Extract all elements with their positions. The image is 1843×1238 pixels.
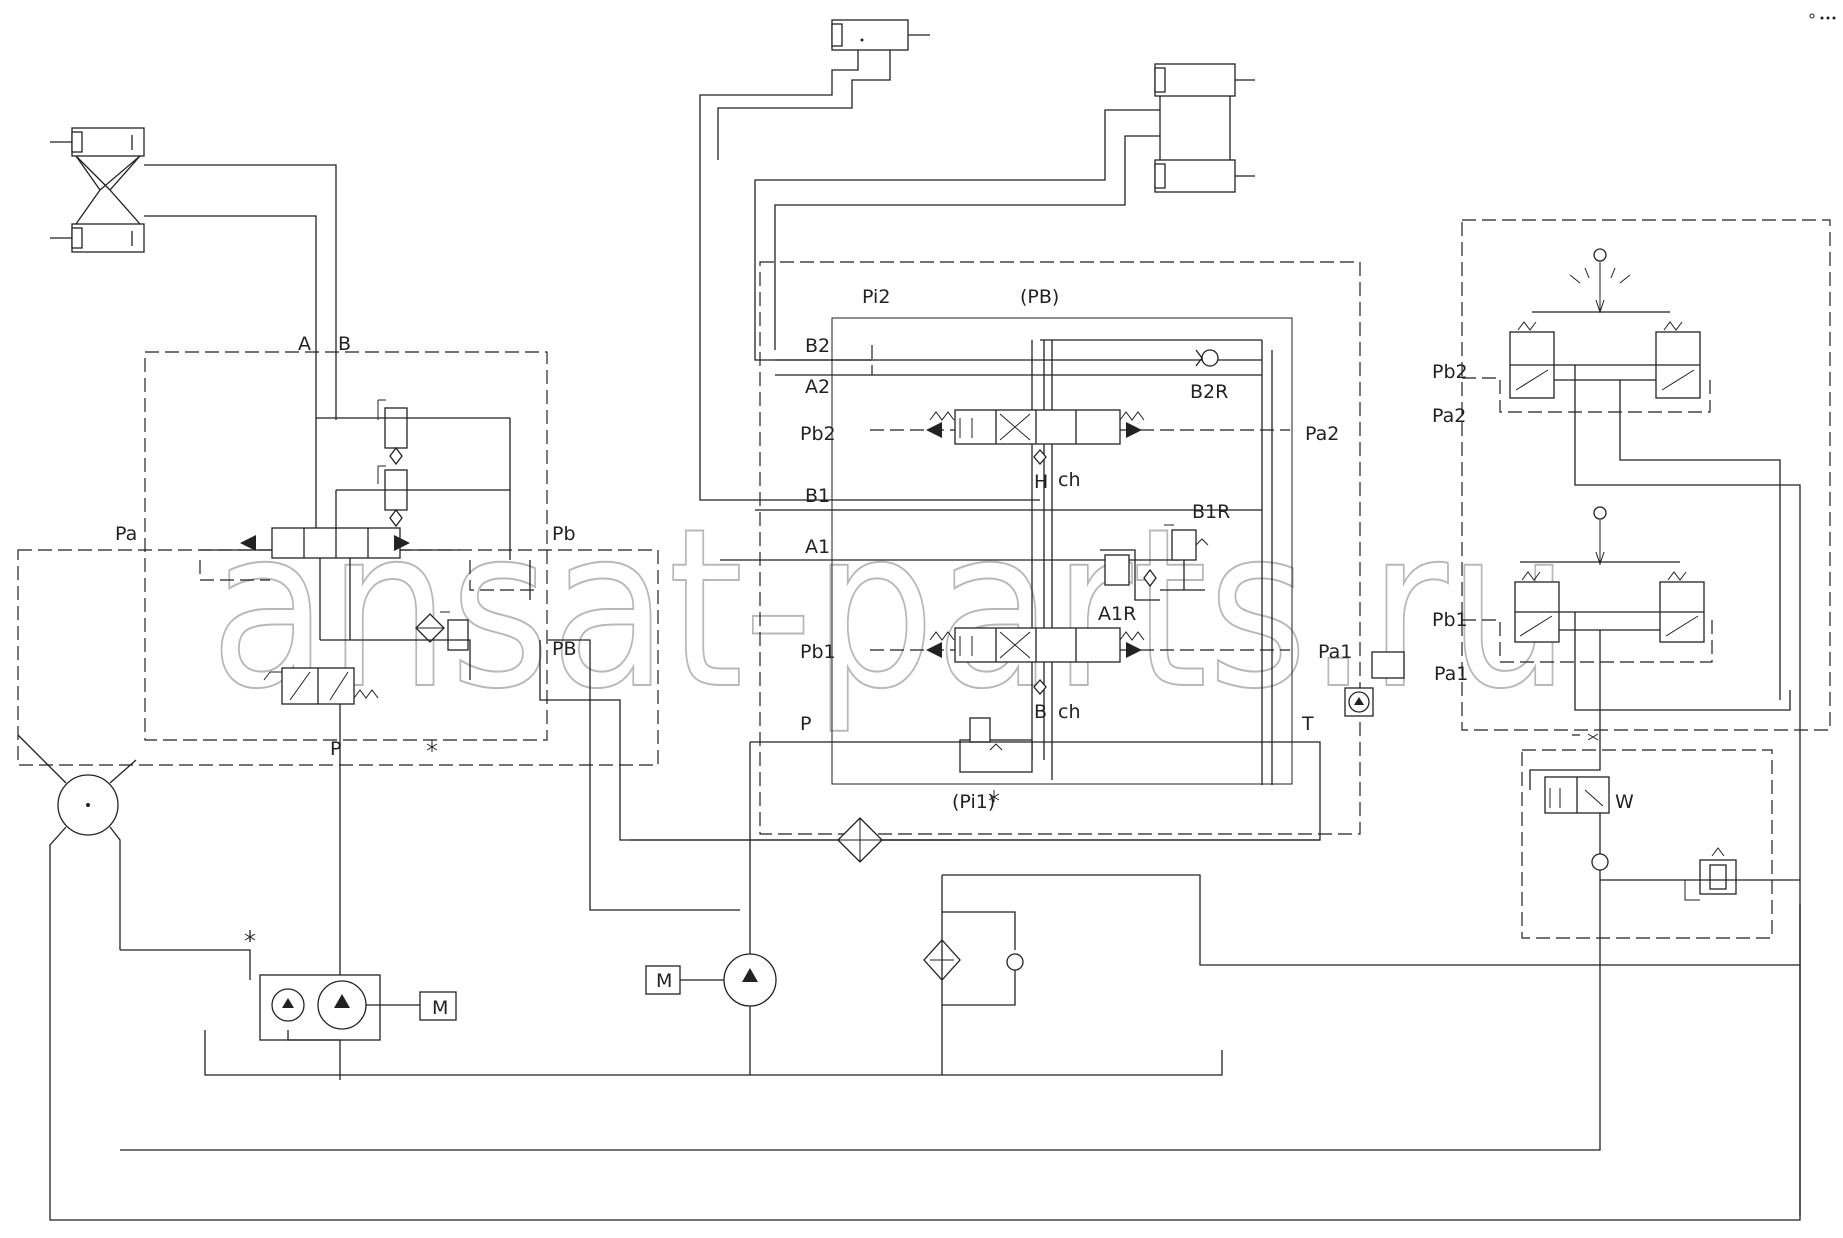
pilot-valve-upper-left (1509, 321, 1555, 399)
middle-pressure-tank-lines (630, 741, 1321, 960)
filter-center (837, 817, 1320, 863)
left-cylinder-bottom (50, 223, 145, 253)
port-label-b: B (338, 333, 351, 355)
relief-valve-b1r (1160, 524, 1209, 591)
check-valve-right (120, 813, 1609, 1151)
pilot-upper-lines (1462, 364, 1801, 1215)
port-label-t: T (1301, 713, 1314, 735)
relief-valve-right (1600, 847, 1800, 901)
check-valve-b2r (1195, 349, 1219, 367)
pilot-label-pb2-mid: Pb2 (800, 423, 836, 445)
return-filter-center (923, 874, 1800, 1075)
port-label-pb-paren: (PB) (1020, 286, 1059, 308)
relief-label-a1r: A1R (1098, 603, 1136, 625)
pilot-label-pb: Pb (552, 523, 576, 545)
motor-mid-box (645, 965, 681, 995)
port-label-a2: A2 (805, 376, 830, 398)
right-pilot-boundary (1461, 219, 1831, 731)
shuttle-valve-mid (1344, 651, 1405, 717)
top-cylinder-1 (699, 19, 1040, 501)
left-valve-block-boundary (144, 351, 548, 741)
check-label-b2r: B2R (1190, 381, 1228, 403)
watermark: ansat-parts.ru (210, 481, 1570, 737)
left-motor-circle (17, 734, 1801, 1221)
label-h: H (1034, 471, 1048, 493)
pilot-label-pa1-mid: Pa1 (1318, 641, 1352, 663)
port-label-a: A (298, 333, 311, 355)
pilot-label-pa1-right: Pa1 (1434, 663, 1468, 685)
port-label-b1: B1 (805, 485, 830, 507)
pilot-label-pa2-mid: Pa2 (1305, 423, 1339, 445)
check-valve-b-low (1033, 679, 1047, 695)
motor-left-label: M (432, 997, 448, 1019)
pump-center: M (645, 953, 777, 1075)
spool-valve-upper (926, 409, 1145, 445)
relief-label-b1r: B1R (1192, 501, 1230, 523)
relief-valve-left-lower (336, 418, 511, 560)
pilot-label-pb1-mid: Pb1 (800, 641, 836, 663)
filter-left (415, 613, 445, 643)
valve-label-w: W (1615, 791, 1634, 813)
relief-valve-mr (959, 717, 1033, 773)
label-ch-top: ch (1058, 469, 1081, 491)
right-lower-boundary (1521, 749, 1773, 939)
pressure-valve-left (440, 611, 469, 651)
middle-valve-body (831, 317, 1293, 785)
middle-outer-boundary (759, 261, 1361, 835)
joystick-upper-icon (1532, 248, 1670, 314)
top-cylinder-2 (1154, 63, 1255, 97)
pilot-label-pi1: (Pi1) (952, 791, 995, 813)
pilot-valve-lower-left (1514, 571, 1560, 643)
motor-mid-label: M (656, 970, 672, 992)
pilot-valve-upper-right (1655, 321, 1701, 399)
check-valve-h (1033, 449, 1047, 465)
joystick-lower-icon (1520, 506, 1680, 566)
left-cylinder-top (50, 127, 145, 157)
label-ch-low: ch (1058, 701, 1081, 723)
pilot-label-pi2: Pi2 (862, 286, 890, 308)
port-label-a1: A1 (805, 536, 830, 558)
relief-valve-left-upper (316, 399, 510, 466)
port-label-p-mid: P (800, 713, 811, 735)
left-pump-unit: M (120, 930, 1223, 1076)
pilot-label-pa: Pa (115, 523, 137, 545)
pilot-label-pb1-right: Pb1 (1432, 609, 1468, 631)
pilot-valve-lower-right (1659, 571, 1705, 643)
corner-mark (1809, 13, 1836, 20)
top-cylinder-3 (754, 96, 1255, 361)
port-label-b2: B2 (805, 335, 830, 357)
relief-valve-a1r (1100, 549, 1160, 601)
pilot-label-pa2-right: Pa2 (1432, 405, 1466, 427)
valve-w (1529, 730, 1610, 814)
pilot-lower-lines (1462, 611, 1791, 730)
spool-valve-lower (926, 627, 1145, 663)
cylinder-crossover-lines (75, 155, 337, 350)
port-label-p-left: P (330, 738, 341, 760)
solenoid-valve-left (263, 667, 379, 705)
directional-valve-left (200, 527, 460, 559)
port-label-pb-left: PB (552, 638, 577, 660)
label-b-low: B (1034, 701, 1047, 723)
motor-left-box (419, 991, 457, 1021)
pilot-label-pb2-right: Pb2 (1432, 361, 1468, 383)
